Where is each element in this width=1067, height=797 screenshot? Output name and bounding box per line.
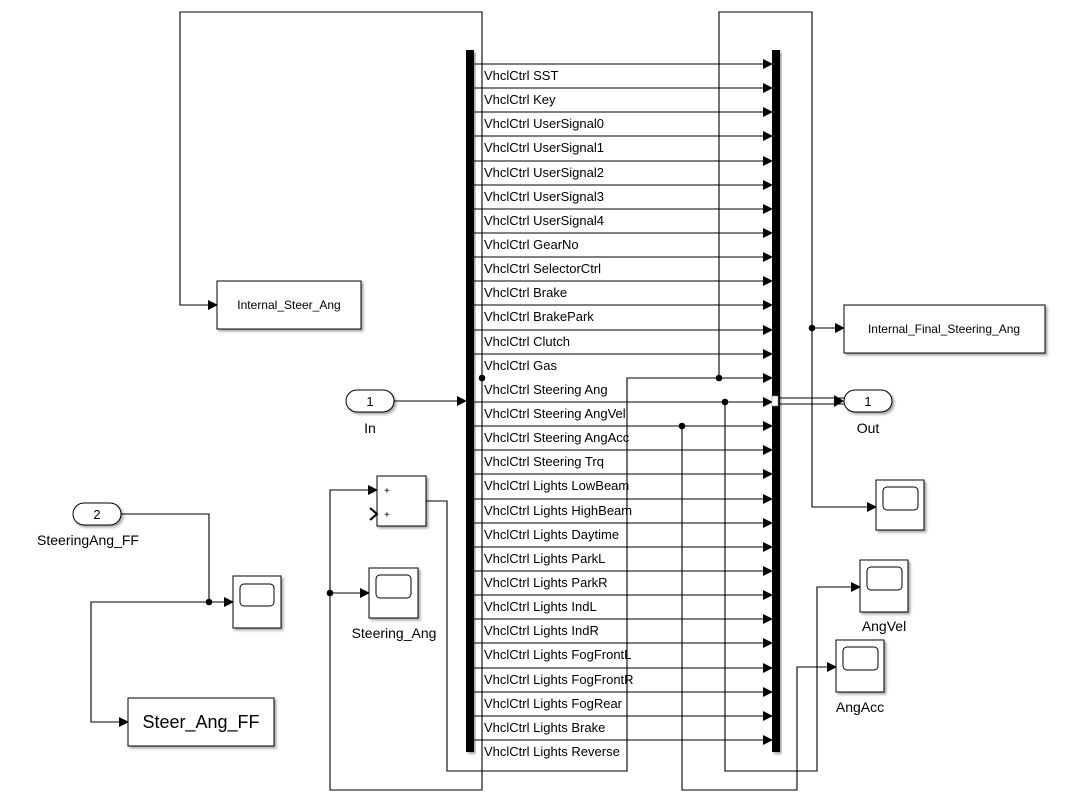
sum-sign-1: +	[384, 486, 390, 497]
wire-to-angacc-scope[interactable]	[681, 426, 837, 791]
signal-label: VhclCtrl Steering Trq	[484, 454, 604, 469]
signal-label: VhclCtrl UserSignal4	[484, 213, 604, 228]
scope-steering-ang[interactable]: Steering_Ang	[352, 567, 437, 641]
scope-screen-icon	[375, 574, 412, 599]
signal-label: VhclCtrl Lights HighBeam	[484, 503, 632, 518]
goto-internal-final-steering-ang[interactable]: Internal_Final_Steering_Ang	[843, 304, 1046, 354]
signal-label: VhclCtrl Clutch	[484, 334, 570, 349]
inport-ff-label: SteeringAng_FF	[37, 532, 139, 548]
signal-label: VhclCtrl Lights FogRear	[484, 696, 623, 711]
wire-to-sum-input[interactable]	[329, 378, 483, 791]
signal-label: VhclCtrl SST	[484, 68, 558, 83]
signal-label: VhclCtrl Lights Brake	[484, 720, 605, 735]
inport-in[interactable]: 1 In	[345, 389, 395, 436]
bus-selector-bar[interactable]	[466, 50, 474, 752]
scope-screen-icon	[882, 486, 919, 511]
inport-steeringang-ff[interactable]: 2 SteeringAng_FF	[37, 502, 139, 548]
signal-label: VhclCtrl Lights FogFrontR	[484, 672, 634, 687]
signal-label: VhclCtrl Lights ParkL	[484, 551, 605, 566]
signal-label: VhclCtrl Lights IndR	[484, 623, 599, 638]
signal-label: VhclCtrl UserSignal0	[484, 116, 604, 131]
scope-steeringang-ff[interactable]	[232, 575, 282, 629]
goto-steer-ang-ff-label: Steer_Ang_FF	[142, 712, 259, 733]
scope-angvel[interactable]: AngVel	[859, 559, 909, 634]
branch-point	[478, 374, 486, 382]
scope-angacc-label: AngAcc	[836, 699, 884, 715]
sum-block[interactable]: + +	[369, 475, 427, 527]
wire-sum-to-steering-ang[interactable]	[426, 373, 773, 772]
scope-screen-icon	[866, 566, 903, 591]
signal-label: VhclCtrl Lights FogFrontL	[484, 647, 631, 662]
scope-angacc[interactable]: AngAcc	[835, 639, 885, 715]
goto-internal-final-label: Internal_Final_Steering_Ang	[868, 322, 1020, 336]
signal-label: VhclCtrl UserSignal2	[484, 165, 604, 180]
wire-to-internal-steer-ang[interactable]	[179, 11, 483, 378]
signal-label: VhclCtrl Key	[484, 92, 556, 107]
arrow-icon	[834, 395, 844, 407]
signal-label: VhclCtrl Steering Ang	[484, 382, 608, 397]
scope-screen-icon	[842, 646, 879, 671]
inport-ff-number: 2	[93, 507, 100, 522]
goto-steer-ang-ff[interactable]: Steer_Ang_FF	[127, 697, 275, 747]
signal-label: VhclCtrl Lights Reverse	[484, 744, 620, 759]
goto-internal-steer-ang-label: Internal_Steer_Ang	[237, 298, 340, 312]
inport-in-number: 1	[366, 394, 373, 409]
inport-in-label: In	[364, 420, 376, 436]
signal-label: VhclCtrl Lights Daytime	[484, 527, 619, 542]
scope-screen-icon	[239, 583, 275, 607]
signal-label: VhclCtrl UserSignal3	[484, 189, 604, 204]
signal-label: VhclCtrl Steering AngAcc	[484, 430, 630, 445]
outport-out[interactable]: 1 Out	[843, 389, 893, 436]
signal-label: VhclCtrl BrakePark	[484, 309, 594, 324]
signal-label: VhclCtrl Steering AngVel	[484, 406, 626, 421]
wire-ff-to-scope[interactable]	[121, 513, 234, 607]
signal-label: VhclCtrl GearNo	[484, 237, 579, 252]
signal-label: VhclCtrl Brake	[484, 285, 567, 300]
signal-label: VhclCtrl Lights LowBeam	[484, 478, 629, 493]
scope-angvel-label: AngVel	[862, 618, 906, 634]
outport-out-number: 1	[864, 394, 871, 409]
signal-wires	[90, 11, 877, 791]
scope-steering-ang-label: Steering_Ang	[352, 625, 437, 641]
wire-ff-to-goto[interactable]	[90, 601, 209, 727]
signal-label: VhclCtrl Gas	[484, 358, 557, 373]
signal-label: VhclCtrl UserSignal1	[484, 140, 604, 155]
wire-to-angvel-scope[interactable]	[724, 402, 861, 772]
branch-point	[808, 324, 816, 332]
bus-output-port-marker	[771, 395, 779, 407]
signal-label: VhclCtrl SelectorCtrl	[484, 261, 601, 276]
scope-internal-final[interactable]	[875, 479, 925, 531]
goto-internal-steer-ang[interactable]: Internal_Steer_Ang	[216, 280, 362, 330]
signal-label: VhclCtrl Lights IndL	[484, 599, 597, 614]
wire-to-internal-final-scope[interactable]	[718, 11, 877, 512]
sum-sign-2: +	[384, 510, 390, 521]
signal-label: VhclCtrl Lights ParkR	[484, 575, 608, 590]
branch-point	[326, 589, 334, 597]
sum-unconnected-input-icon	[369, 507, 379, 521]
outport-out-label: Out	[857, 420, 880, 436]
